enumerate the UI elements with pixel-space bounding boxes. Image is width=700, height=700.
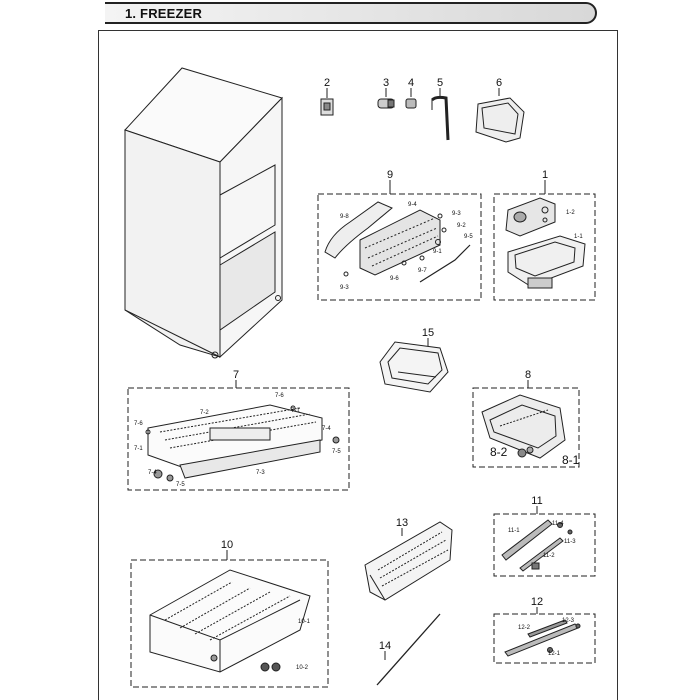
part-3-sensor xyxy=(377,88,395,109)
callout-1: 1 xyxy=(542,169,548,181)
sub-label-9-4: 9-4 xyxy=(408,202,417,208)
callout-6: 6 xyxy=(496,77,502,89)
part-5-pipe xyxy=(430,88,450,141)
sub-label-12-3: 12-3 xyxy=(562,618,575,624)
sub-label-7-5-left: 7-5 xyxy=(176,482,185,488)
sub-label-10-2: 10-2 xyxy=(296,665,309,671)
sub-label-11-4: 11-4 xyxy=(552,521,564,527)
sub-label-1-1: 1-1 xyxy=(574,234,583,240)
sub-label-7-3: 7-3 xyxy=(256,470,265,476)
sub-label-9-6: 9-6 xyxy=(390,276,399,282)
sub-label-9-8: 9-8 xyxy=(340,214,349,220)
sub-label-11-3: 11-3 xyxy=(564,539,576,545)
callout-4: 4 xyxy=(408,77,414,89)
part-4-fitting xyxy=(405,88,417,109)
callout-9: 9 xyxy=(387,169,393,181)
callout-10: 10 xyxy=(221,539,233,551)
sub-label-8-1: 8-1 xyxy=(562,453,580,467)
sub-label-8-2: 8-2 xyxy=(490,445,508,459)
part-2-bracket xyxy=(320,88,334,116)
sub-label-9-2: 9-2 xyxy=(457,223,466,229)
callout-7: 7 xyxy=(233,369,239,381)
callout-15: 15 xyxy=(422,327,434,339)
sub-label-7-1-left: 7-1 xyxy=(134,446,143,452)
sub-label-7-1-right: 7-1 xyxy=(291,408,300,414)
part-15-ice-tray xyxy=(379,338,449,393)
assembly-11-rail-box xyxy=(493,506,596,577)
sub-label-7-2: 7-2 xyxy=(200,410,209,416)
sub-label-9-5: 9-5 xyxy=(464,234,473,240)
sub-label-10-1: 10-1 xyxy=(298,619,311,625)
callout-12: 12 xyxy=(531,596,543,608)
section-title: 1. FREEZER xyxy=(125,6,203,21)
sub-label-12-2: 12-2 xyxy=(518,625,531,631)
sub-label-7-4-left: 7-4 xyxy=(148,470,157,476)
callout-14: 14 xyxy=(379,640,391,652)
sub-label-9-3-top: 9-3 xyxy=(452,211,461,217)
callout-5: 5 xyxy=(437,77,443,89)
diagram-frame xyxy=(98,30,618,700)
assembly-10-basket-box xyxy=(130,550,329,688)
part-13-door-basket xyxy=(364,521,453,601)
callout-3: 3 xyxy=(383,77,389,89)
sub-label-9-3-bottom: 9-3 xyxy=(340,285,349,291)
assembly-7-drawer-box xyxy=(127,380,350,491)
callout-8: 8 xyxy=(525,369,531,381)
assembly-9-box xyxy=(317,180,482,301)
sub-label-7-4-right: 7-4 xyxy=(322,426,331,432)
part-14-rod xyxy=(376,613,441,686)
callout-2: 2 xyxy=(324,77,330,89)
sub-label-7-5-right: 7-5 xyxy=(332,449,341,455)
callout-11: 11 xyxy=(531,495,542,507)
sub-label-11-2: 11-2 xyxy=(543,553,555,559)
part-6-cover xyxy=(475,88,525,143)
assembly-8-ice-maker-box xyxy=(472,380,580,468)
sub-label-12-1: 12-1 xyxy=(548,651,561,657)
sub-label-7-6-left: 7-6 xyxy=(134,421,143,427)
sub-label-9-7: 9-7 xyxy=(418,268,427,274)
section-title-bar: 1. FREEZER xyxy=(105,2,597,24)
sub-label-7-6-right: 7-6 xyxy=(275,393,284,399)
assembly-12-rail-box xyxy=(493,607,596,664)
sub-label-9-1: 9-1 xyxy=(433,249,442,255)
callout-13: 13 xyxy=(396,517,408,529)
assembly-1-box xyxy=(493,180,596,301)
sub-label-11-1: 11-1 xyxy=(508,528,520,534)
sub-label-1-2: 1-2 xyxy=(566,210,575,216)
refrigerator-cabinet xyxy=(124,67,283,359)
